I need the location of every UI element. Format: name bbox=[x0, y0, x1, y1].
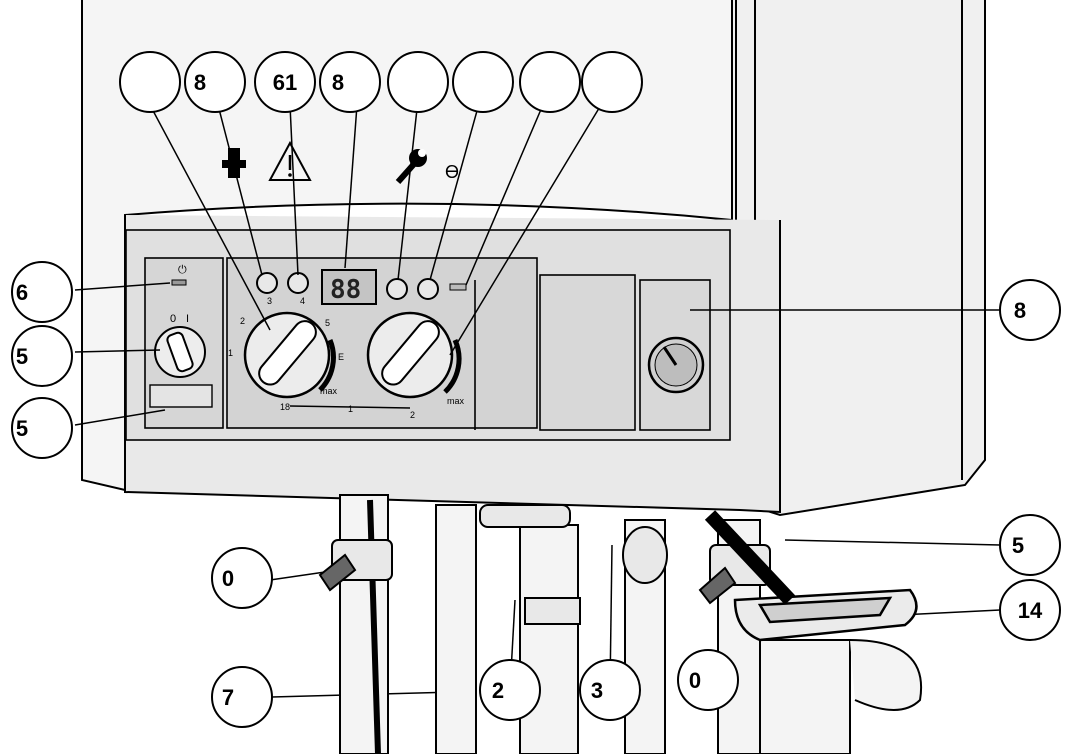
callout-bottom-4: 3 bbox=[579, 659, 641, 721]
callout-top-1 bbox=[119, 51, 181, 113]
svg-text:5: 5 bbox=[16, 416, 28, 441]
svg-text:3: 3 bbox=[591, 678, 603, 703]
callout-right-1: 8 bbox=[999, 279, 1061, 341]
svg-text:18: 18 bbox=[280, 402, 290, 412]
callout-bottom-1: 0 bbox=[211, 547, 273, 609]
gas-valve[interactable] bbox=[479, 504, 581, 625]
svg-text:1: 1 bbox=[228, 348, 233, 358]
svg-text:⏻: ⏻ bbox=[178, 264, 187, 276]
svg-text:61: 61 bbox=[273, 70, 297, 95]
svg-text:7: 7 bbox=[222, 685, 234, 710]
svg-text:2: 2 bbox=[410, 410, 415, 420]
svg-text:0: 0 bbox=[689, 668, 701, 693]
svg-text:88: 88 bbox=[330, 275, 361, 305]
safety-valve[interactable] bbox=[622, 526, 668, 584]
callout-left-3: 5 bbox=[11, 397, 73, 459]
svg-text:Ɵ: Ɵ bbox=[445, 162, 459, 182]
callout-top-2: 8 bbox=[184, 51, 246, 113]
svg-text:5: 5 bbox=[16, 344, 28, 369]
svg-text:6: 6 bbox=[16, 280, 28, 305]
standby-indicator: ⏻ bbox=[171, 264, 187, 286]
callout-top-6 bbox=[452, 51, 514, 113]
svg-text:2: 2 bbox=[492, 678, 504, 703]
pump-icon: Ɵ bbox=[445, 162, 459, 182]
callout-bottom-2: 7 bbox=[211, 666, 273, 728]
svg-text:5: 5 bbox=[325, 318, 330, 328]
callout-right-2: 5 bbox=[999, 514, 1061, 576]
wrench-icon bbox=[395, 149, 427, 184]
callout-right-3: 14 bbox=[999, 579, 1061, 641]
digital-display: 88 bbox=[321, 269, 377, 305]
callout-left-1: 6 bbox=[11, 261, 73, 323]
callout-left-2: 5 bbox=[11, 325, 73, 387]
fault-lamp bbox=[287, 272, 309, 294]
svg-text:4: 4 bbox=[300, 296, 305, 306]
warning-icon bbox=[268, 140, 312, 181]
svg-text:5: 5 bbox=[1012, 533, 1024, 558]
svg-text:1: 1 bbox=[348, 404, 353, 414]
label-plate bbox=[149, 384, 213, 408]
svg-text:8: 8 bbox=[332, 70, 344, 95]
svg-text:8: 8 bbox=[194, 70, 206, 95]
callout-top-8 bbox=[581, 51, 643, 113]
flame-indicator bbox=[449, 283, 467, 291]
svg-text:E: E bbox=[338, 352, 344, 362]
svg-text:2: 2 bbox=[240, 316, 245, 326]
svg-text:3: 3 bbox=[267, 296, 272, 306]
callout-top-5 bbox=[387, 51, 449, 113]
svg-text:0: 0 bbox=[222, 566, 234, 591]
callout-bottom-5: 0 bbox=[677, 649, 739, 711]
svg-text:0: 0 bbox=[170, 313, 176, 325]
svg-text:I: I bbox=[186, 313, 189, 325]
callout-top-4: 8 bbox=[319, 51, 381, 113]
pump-button[interactable] bbox=[417, 278, 439, 300]
pressure-gauge-icon bbox=[647, 336, 705, 394]
svg-text:max: max bbox=[320, 386, 338, 396]
service-valve-left[interactable] bbox=[318, 539, 393, 592]
svg-text:8: 8 bbox=[1014, 298, 1026, 323]
callout-bottom-3: 2 bbox=[479, 659, 541, 721]
hot-water-temperature-dial[interactable]: max bbox=[366, 311, 465, 406]
chimney-sweep-button[interactable] bbox=[256, 272, 278, 294]
siphon-funnel bbox=[704, 510, 918, 642]
callout-top-7 bbox=[519, 51, 581, 113]
service-button[interactable] bbox=[386, 278, 408, 300]
heating-temperature-dial[interactable]: 1 2 3 4 5 E max 18 1 2 bbox=[228, 296, 415, 420]
svg-text:14: 14 bbox=[1018, 598, 1043, 623]
main-switch[interactable]: 0 I bbox=[154, 313, 206, 378]
callout-top-3: 61 bbox=[254, 51, 316, 113]
svg-text:max: max bbox=[447, 396, 465, 406]
